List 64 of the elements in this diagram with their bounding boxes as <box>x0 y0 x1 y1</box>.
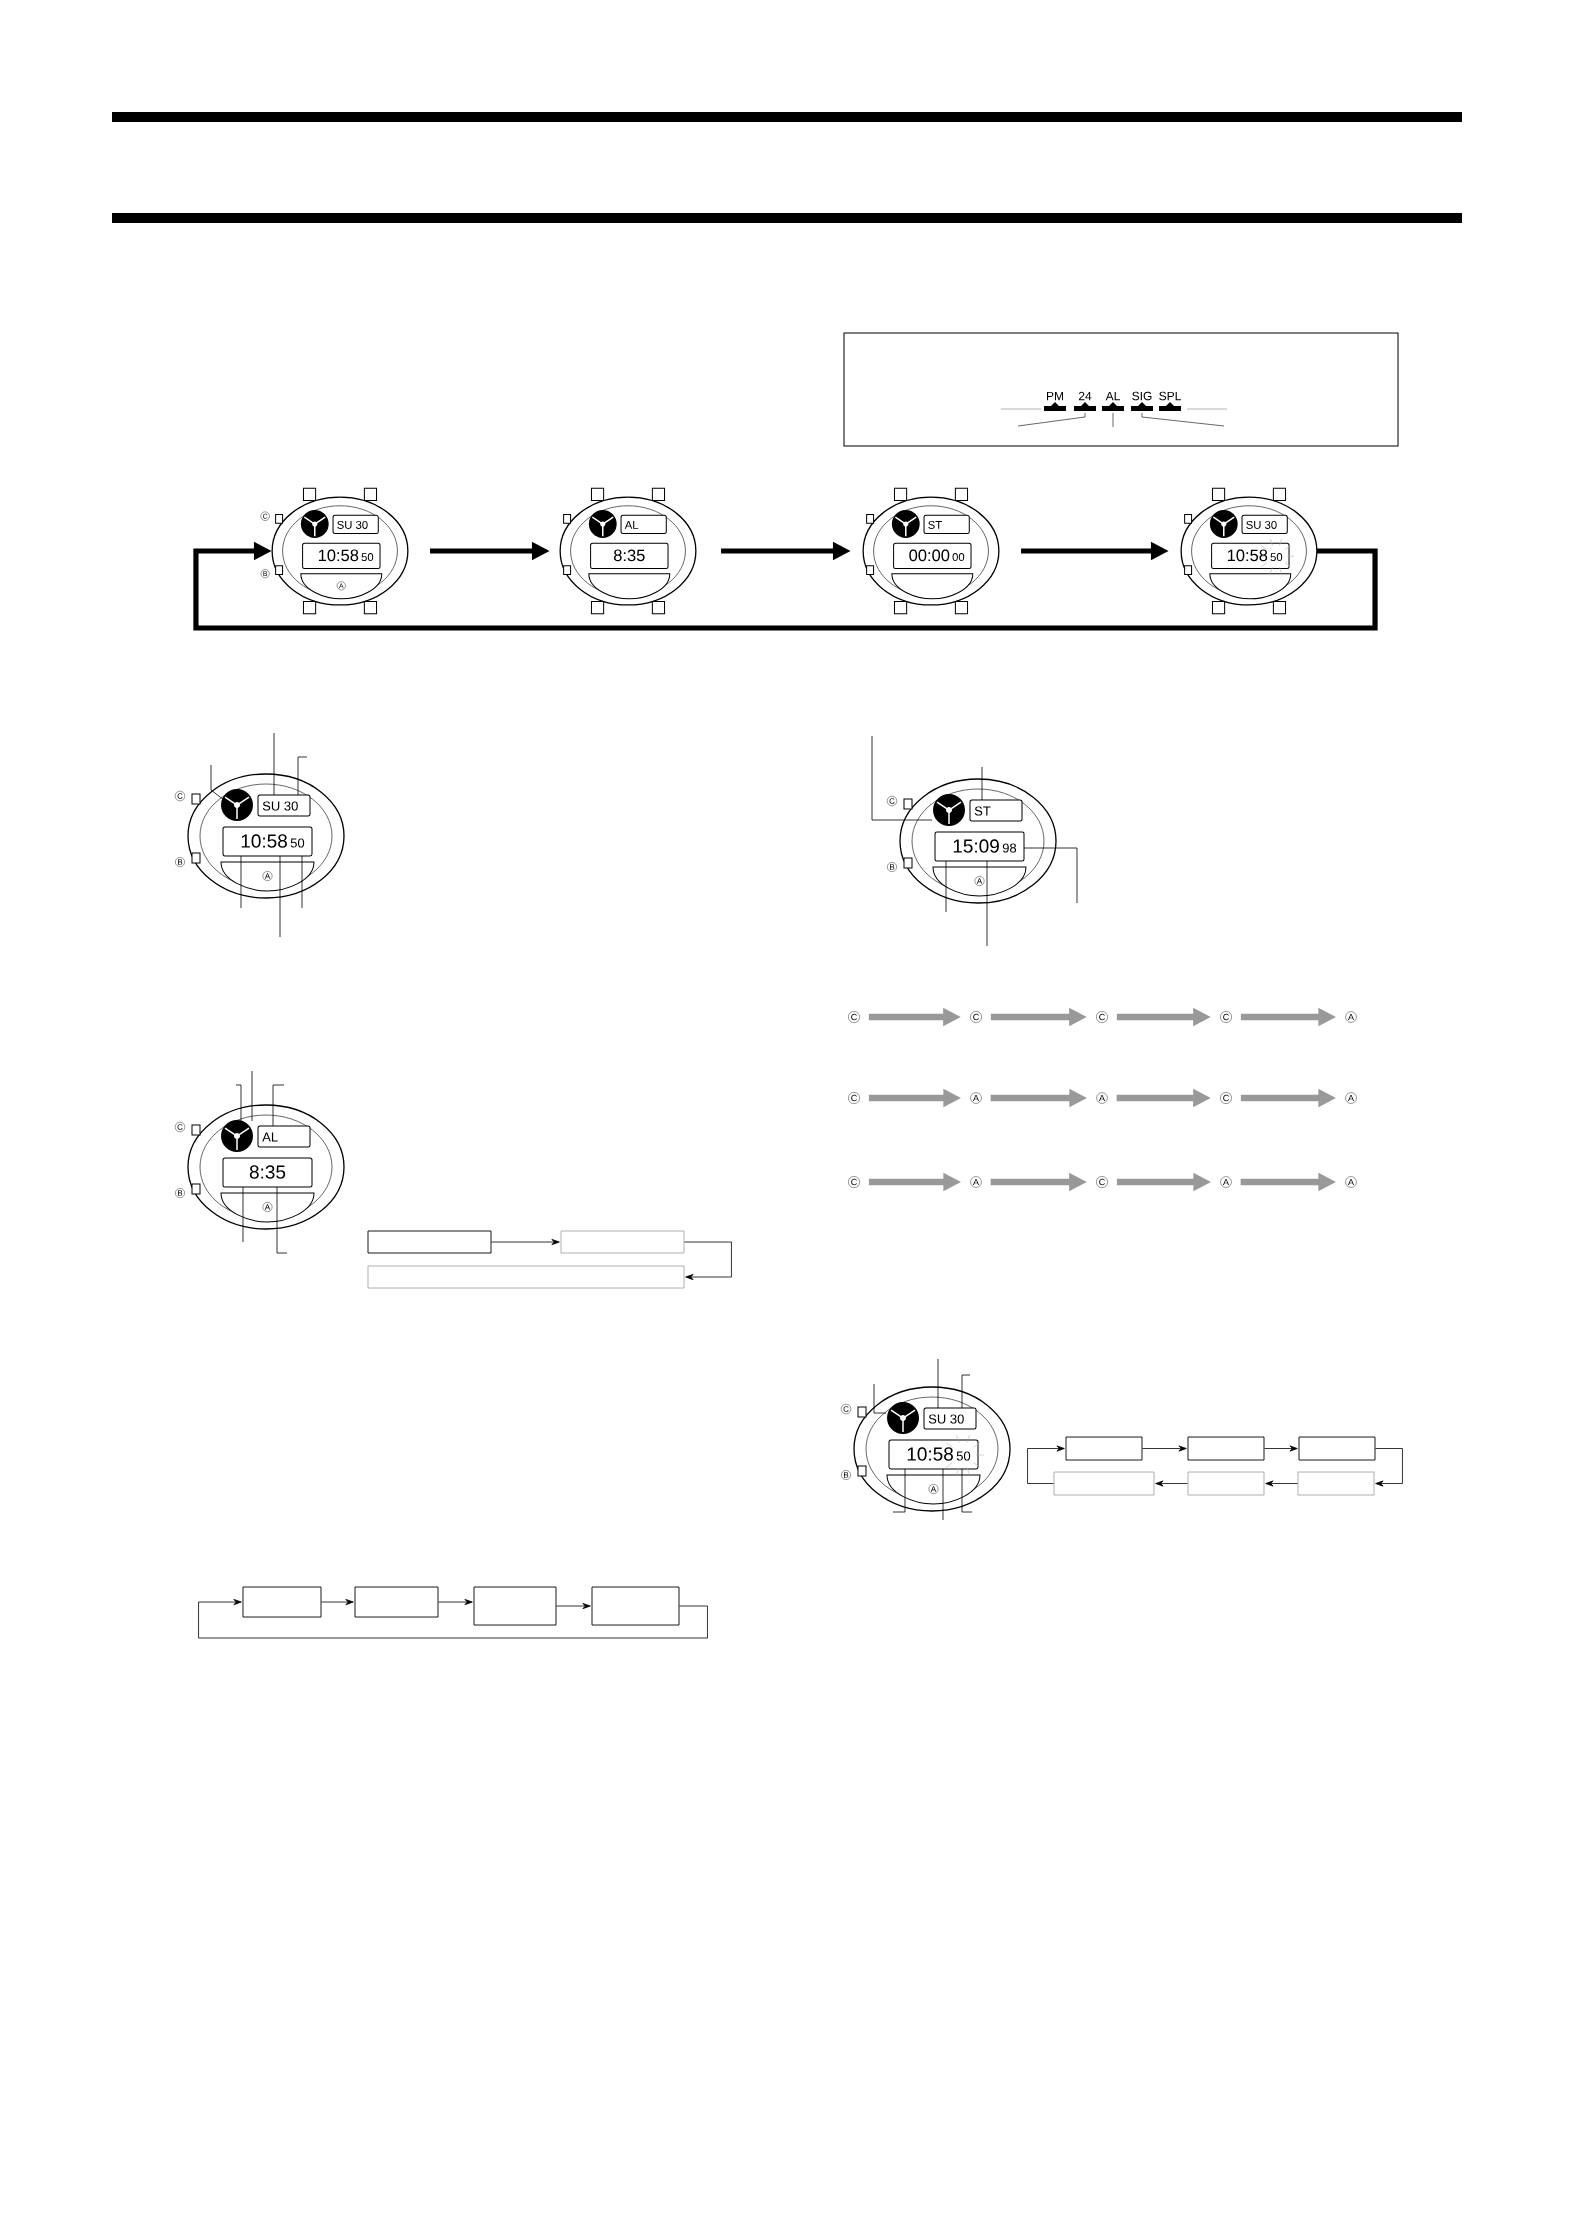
flow-box <box>1187 1436 1265 1461</box>
leader-line <box>981 766 983 801</box>
indicator-label: SPL <box>1159 391 1181 401</box>
flow-box <box>560 1230 685 1254</box>
flow-box <box>354 1586 439 1618</box>
arrow <box>684 1241 732 1281</box>
flow-box <box>1187 1471 1265 1496</box>
flow-box <box>473 1586 557 1626</box>
arrow <box>193 541 1378 631</box>
leader-line <box>986 860 988 947</box>
lcd-text: 8:35 <box>249 1165 286 1179</box>
arrow <box>1142 1445 1187 1452</box>
lcd-text: 98 <box>1002 843 1017 853</box>
leader-line <box>1023 847 1078 904</box>
flow-box <box>1297 1471 1375 1496</box>
lcd-text: 10:58 <box>907 1447 953 1461</box>
lcd-text: 10:58 <box>241 834 287 848</box>
lcd-text: SU 30 <box>928 1414 964 1424</box>
flow-box <box>1053 1471 1155 1496</box>
flow-box <box>242 1586 322 1618</box>
leader-line <box>871 735 933 821</box>
arrow <box>1155 1480 1188 1487</box>
leader-line <box>210 764 225 801</box>
flow-box <box>1065 1436 1143 1461</box>
leader-line <box>945 860 947 913</box>
leader-line <box>297 756 308 796</box>
arrow <box>1265 1480 1298 1487</box>
leader-line <box>273 732 275 796</box>
indicator-label: PM <box>1047 391 1063 401</box>
indicator-label: 24 <box>1078 391 1092 401</box>
arrow <box>321 1599 354 1606</box>
lcd-text: AL <box>262 1132 278 1142</box>
lcd-text: 15:09 <box>953 839 999 853</box>
flow-box <box>367 1265 685 1289</box>
arrow <box>198 1599 708 1639</box>
arrow <box>1027 1445 1065 1484</box>
arrow <box>491 1239 560 1246</box>
indicator-label: AL <box>1105 391 1120 401</box>
leader-line <box>892 1468 906 1513</box>
leader-line <box>235 1084 242 1122</box>
arrow <box>1264 1445 1298 1452</box>
indicator-label: SIG <box>1132 391 1152 401</box>
lcd-text: ST <box>974 806 991 816</box>
lcd-text: 50 <box>956 1451 971 1461</box>
leader-line <box>301 855 303 909</box>
leader-line <box>272 1084 285 1127</box>
leader-line <box>251 1070 253 1122</box>
arrow <box>438 1599 473 1606</box>
arrow <box>556 1603 591 1610</box>
arrow <box>1375 1448 1403 1487</box>
leader-line <box>961 1468 973 1513</box>
leader-line <box>961 1374 971 1409</box>
leader-line <box>240 855 242 909</box>
leader-line <box>873 1383 887 1414</box>
leader-line <box>942 1468 944 1521</box>
lcd-text: 50 <box>290 838 305 848</box>
flow-box <box>591 1586 680 1626</box>
leader-line <box>242 1186 244 1243</box>
flow-box <box>1298 1436 1376 1461</box>
leader-line <box>279 855 281 938</box>
flow-box <box>367 1230 492 1254</box>
leader-line <box>937 1358 939 1409</box>
leader-line <box>276 1186 288 1254</box>
lcd-text: SU 30 <box>262 801 298 811</box>
